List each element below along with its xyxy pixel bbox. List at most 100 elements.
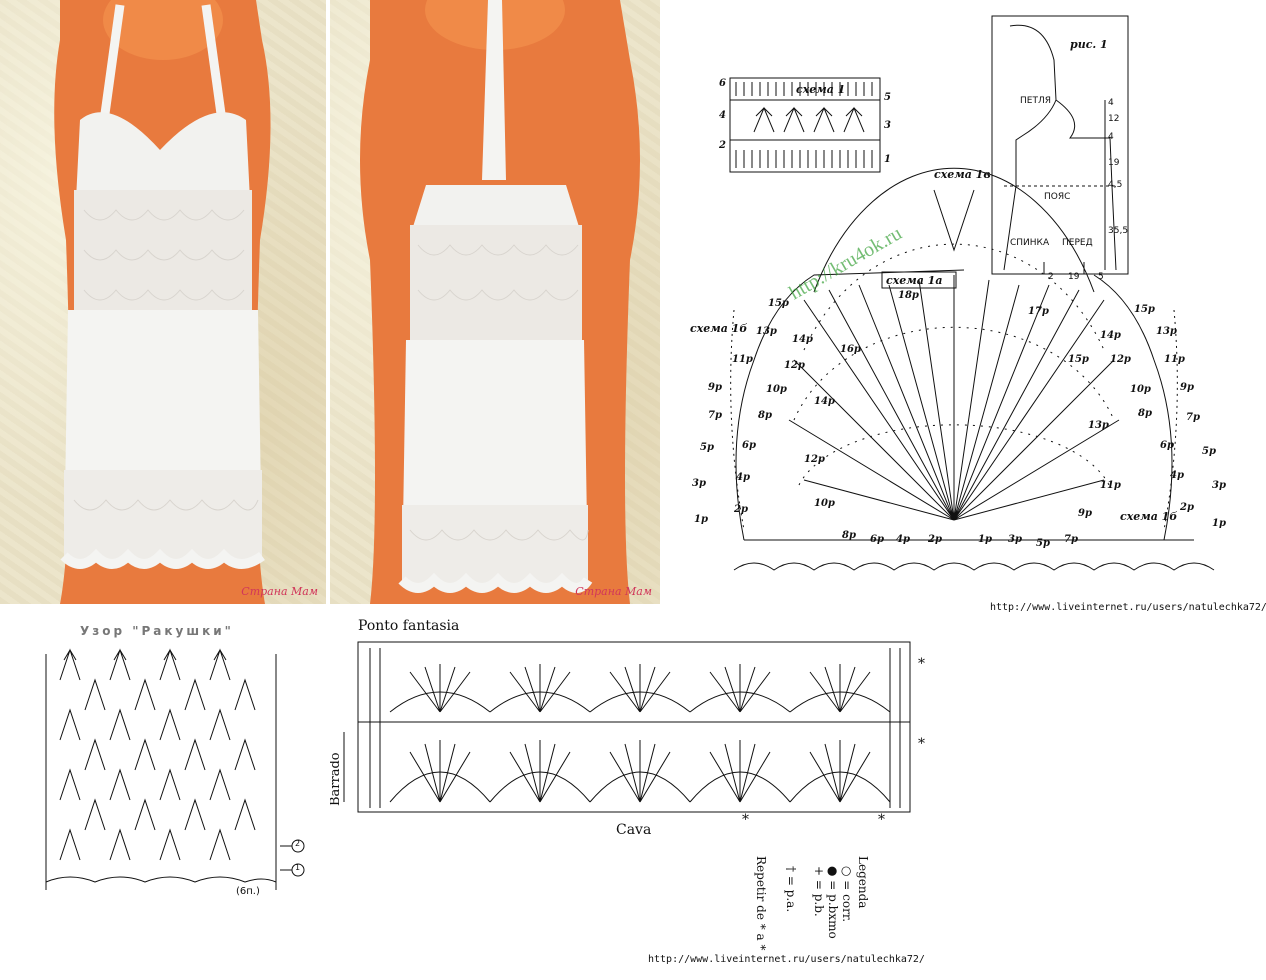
- legend-item-4: † = p.a.: [784, 866, 798, 913]
- measure-4b: 4: [1108, 132, 1114, 142]
- center-row-10: 10р: [814, 498, 835, 509]
- center-row-9: 9р: [1078, 508, 1092, 519]
- repeat-star-1: *: [918, 656, 925, 672]
- center-row-1: 1р: [978, 534, 992, 545]
- schema1-row-3: 3: [884, 120, 891, 131]
- measure-19v: 19: [1108, 158, 1120, 168]
- center-row-6: 6р: [870, 534, 884, 545]
- left-row-9: 9р: [708, 382, 722, 393]
- loop-label: ПЕТЛЯ: [1020, 96, 1051, 106]
- repeat-star-3: *: [742, 812, 749, 828]
- left-row-6: 6р: [742, 440, 756, 451]
- measure-5: 5: [1098, 272, 1104, 282]
- waist-label: ПОЯС: [1044, 192, 1071, 202]
- center-row-14: 14р: [814, 396, 835, 407]
- center-row-13: 13р: [1088, 420, 1109, 431]
- left-row-8: 8р: [758, 410, 772, 421]
- legend-title: Legenda: [856, 856, 870, 909]
- legend-item-2: ● = p.bxmo: [826, 866, 840, 939]
- left-row-15: 15р: [768, 298, 789, 309]
- center-row-7: 7р: [1064, 534, 1078, 545]
- center-row-17: 17р: [1028, 306, 1049, 317]
- cava-label: Cava: [616, 822, 652, 838]
- right-row-12: 12р: [1110, 354, 1131, 365]
- shell-pattern-chart: Узор "Ракушки" 2 1 (6п.): [0, 620, 330, 980]
- center-row-11: 11р: [1100, 480, 1121, 491]
- photo-back: Страна Мам: [330, 0, 660, 604]
- repeat-star-2: *: [918, 736, 925, 752]
- shell-marker-2: 2: [295, 839, 301, 848]
- shell-pattern-drawing: [45, 648, 305, 890]
- left-row-1: 1р: [694, 514, 708, 525]
- measure-4-5: 4,5: [1108, 180, 1123, 190]
- source-url-top: http://www.liveinternet.ru/users/natulec…: [990, 602, 1266, 613]
- watermark-front: Страна Мам: [241, 585, 318, 598]
- legend-item-3: + = p.b.: [812, 866, 826, 917]
- left-row-14: 14р: [792, 334, 813, 345]
- right-row-2: 2р: [1180, 502, 1194, 513]
- left-row-2: 2р: [734, 504, 748, 515]
- schema1v-label: схема 1в: [934, 168, 991, 181]
- center-row-4: 4р: [896, 534, 910, 545]
- ponto-drawing: [343, 641, 911, 813]
- measure-35-5: 35,5: [1108, 226, 1129, 236]
- ponto-fantasia-chart: Ponto fantasia Barrado Cava * * * * Lege…: [330, 612, 1266, 980]
- left-row-4: 4р: [736, 472, 750, 483]
- watermark-back: Страна Мам: [575, 585, 652, 598]
- schema1-row-2: 2: [719, 140, 726, 151]
- left-row-7: 7р: [708, 410, 722, 421]
- back-label: СПИНКА: [1010, 238, 1050, 248]
- fan-chart-strokes: [730, 167, 1215, 571]
- right-row-5: 5р: [1202, 446, 1216, 457]
- shell-note: (6п.): [236, 886, 260, 897]
- legend-item-1: ○ = corr.: [840, 866, 854, 923]
- right-row-10: 10р: [1130, 384, 1151, 395]
- right-row-8: 8р: [1138, 408, 1152, 419]
- schema1-row-5: 5: [884, 92, 891, 103]
- left-row-5: 5р: [700, 442, 714, 453]
- photo-front: Страна Мам: [0, 0, 326, 604]
- center-row-12: 12р: [804, 454, 825, 465]
- measure-4a: 4: [1108, 98, 1114, 108]
- left-row-3: 3р: [692, 478, 706, 489]
- bodice-chart: http://kru4ok.ru схема 1 6 4 2 5 3 1 схе…: [664, 0, 1266, 620]
- right-row-1: 1р: [1212, 518, 1226, 529]
- center-row-15: 15р: [1068, 354, 1089, 365]
- right-row-7: 7р: [1186, 412, 1200, 423]
- repeat-star-4: *: [878, 812, 885, 828]
- shell-marker-1: 1: [295, 863, 301, 872]
- figure-label: рис. 1: [1070, 38, 1108, 51]
- source-url-bottom: http://www.liveinternet.ru/users/natulec…: [648, 954, 925, 965]
- schema1-row-4: 4: [719, 110, 726, 121]
- right-row-14: 14р: [1100, 330, 1121, 341]
- center-row-3: 3р: [1008, 534, 1022, 545]
- center-row-18: 18р: [898, 290, 919, 301]
- site-watermark-text: http://kru4ok.ru: [786, 222, 906, 304]
- right-row-11: 11р: [1164, 354, 1185, 365]
- ponto-title: Ponto fantasia: [358, 618, 460, 634]
- dress-front-illustration: [54, 0, 271, 604]
- right-row-9: 9р: [1180, 382, 1194, 393]
- barrado-label: Barrado: [330, 752, 343, 806]
- left-row-12: 12р: [784, 360, 805, 371]
- schema1-row-6: 6: [719, 78, 726, 89]
- measure-19h: 19: [1068, 272, 1080, 282]
- schema1-label: схема 1: [796, 83, 846, 96]
- measure-2: 2: [1048, 272, 1054, 282]
- schema1a-label: схема 1а: [886, 274, 943, 287]
- center-row-2: 2р: [928, 534, 942, 545]
- center-row-5: 5р: [1036, 538, 1050, 549]
- measure-12: 12: [1108, 114, 1120, 124]
- front-label: ПЕРЕД: [1062, 238, 1093, 248]
- right-row-3: 3р: [1212, 480, 1226, 491]
- center-row-16: 16р: [840, 344, 861, 355]
- schema1b-right-label: схема 1б: [1120, 510, 1178, 523]
- center-row-8: 8р: [842, 530, 856, 541]
- dress-back-illustration: [360, 0, 640, 604]
- left-row-13: 13р: [756, 326, 777, 337]
- left-row-11: 11р: [732, 354, 753, 365]
- right-row-13: 13р: [1156, 326, 1177, 337]
- right-row-6: 6р: [1160, 440, 1174, 451]
- right-row-4: 4р: [1170, 470, 1184, 481]
- schema1-row-1: 1: [884, 154, 891, 165]
